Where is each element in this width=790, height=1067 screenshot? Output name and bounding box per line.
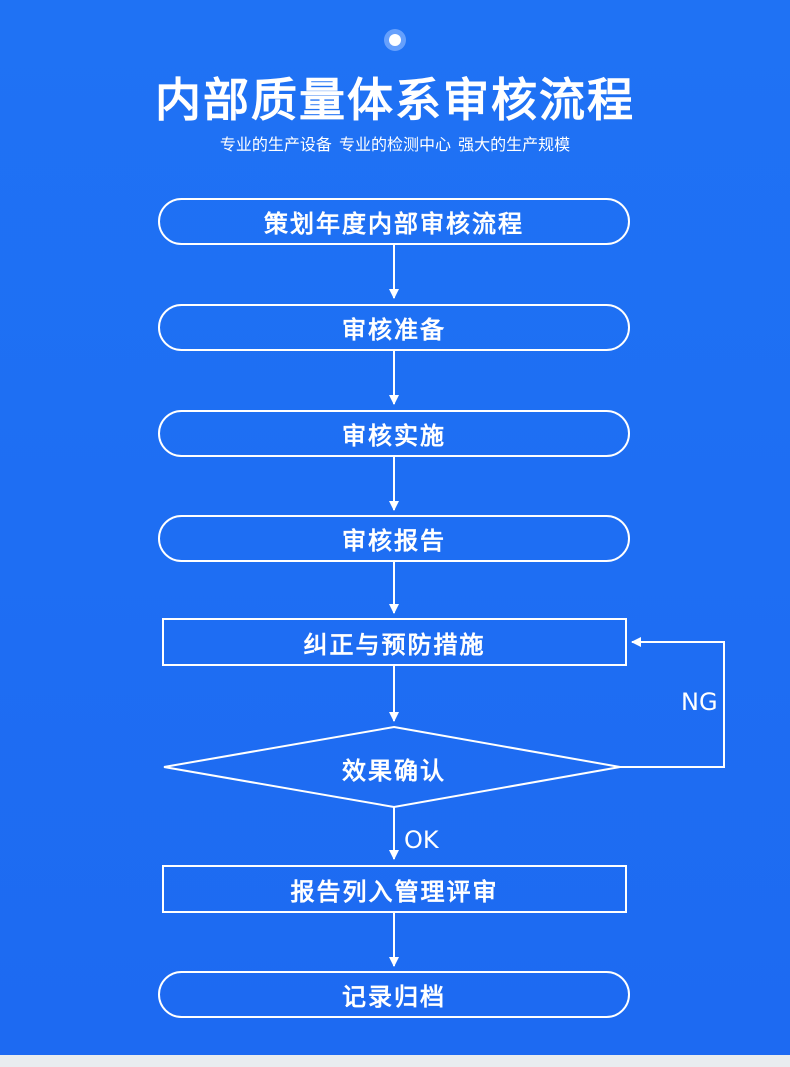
decision-effect-confirmation: 效果确认: [342, 756, 446, 785]
circle-dot-icon: [384, 29, 406, 51]
edge-label-ok: OK: [404, 826, 439, 854]
step-corrective-preventive-actions: 纠正与预防措施: [162, 618, 627, 666]
step-audit-report: 审核报告: [158, 515, 630, 562]
edge-label-ng: NG: [681, 688, 718, 716]
page-title: 内部质量体系审核流程: [155, 73, 635, 127]
step-plan-annual-audit: 策划年度内部审核流程: [158, 198, 630, 245]
step-audit-preparation: 审核准备: [158, 304, 630, 351]
step-include-in-management-review: 报告列入管理评审: [162, 865, 627, 913]
subtitle-part-scale: 强大的生产规模: [458, 135, 571, 154]
step-record-archive: 记录归档: [158, 971, 630, 1018]
subtitle-part-testing: 专业的检测中心: [338, 135, 451, 154]
arrow-ng-loop: [620, 637, 725, 768]
step-audit-implementation: 审核实施: [158, 410, 630, 457]
page-subtitle: 专业的生产设备 专业的检测中心 强大的生产规模: [0, 134, 790, 156]
subtitle-part-equipment: 专业的生产设备: [219, 135, 332, 154]
